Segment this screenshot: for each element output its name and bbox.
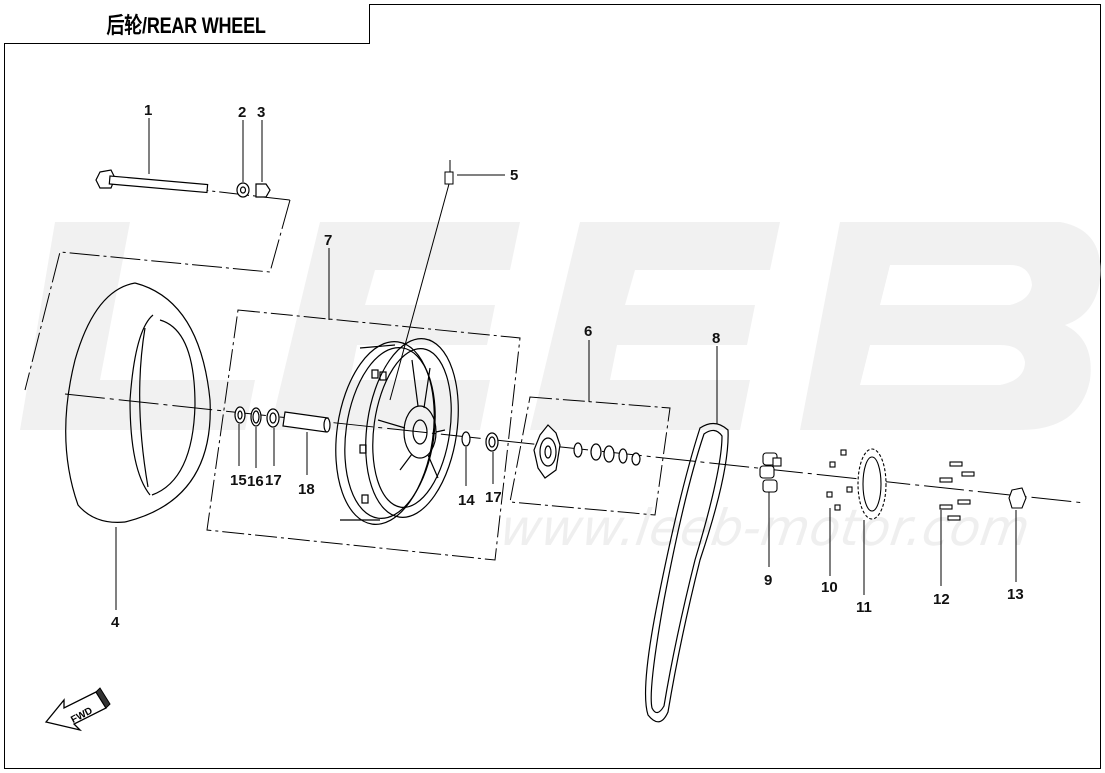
part-10-nuts [826, 449, 853, 511]
part-5-valve [389, 160, 454, 401]
page-title: 后轮/REAR WHEEL [106, 12, 267, 38]
callout-3: 3 [257, 104, 265, 121]
callout-4: 4 [111, 614, 120, 631]
title-box: 后轮/REAR WHEEL [4, 4, 370, 44]
part-12-bolts [939, 461, 975, 521]
callout-17-right: 17 [485, 489, 502, 506]
callout-11: 11 [856, 599, 872, 616]
callout-9: 9 [764, 572, 772, 589]
drawing-frame [4, 4, 1101, 769]
callout-8: 8 [712, 330, 720, 347]
callout-10: 10 [821, 579, 838, 596]
callout-1: 1 [144, 102, 152, 119]
callout-17-left: 17 [265, 472, 282, 489]
callout-labels: 1 2 3 4 5 6 7 8 9 10 11 12 13 14 15 16 1… [111, 102, 1024, 631]
fwd-arrow-icon: FWD [44, 687, 111, 732]
watermark-url: www.leeb-motor.com [497, 498, 1034, 557]
callout-15: 15 [230, 472, 247, 489]
callout-7: 7 [324, 232, 332, 249]
callout-18: 18 [298, 481, 315, 498]
part-7-rim [335, 338, 459, 525]
part-11-sprocket [857, 448, 887, 520]
callout-12: 12 [933, 591, 950, 608]
callout-2: 2 [238, 104, 246, 121]
callout-16: 16 [247, 473, 264, 490]
group-box-7 [206, 309, 521, 561]
part-14-seal [461, 431, 471, 447]
brand-watermark: www.leeb-motor.com [20, 222, 1101, 557]
group-box-6 [509, 396, 671, 516]
callout-13: 13 [1007, 586, 1024, 603]
part-3-cap-nut [255, 183, 271, 198]
part-13-nut [1008, 487, 1027, 509]
callout-14: 14 [458, 492, 475, 509]
part-8-chain [644, 422, 729, 723]
part-6-carrier [533, 424, 641, 479]
callout-5: 5 [510, 167, 518, 184]
callout-6: 6 [584, 323, 592, 340]
part-4-tire [65, 282, 211, 523]
part-9-damper [759, 452, 782, 493]
part-1-axle [95, 169, 209, 194]
